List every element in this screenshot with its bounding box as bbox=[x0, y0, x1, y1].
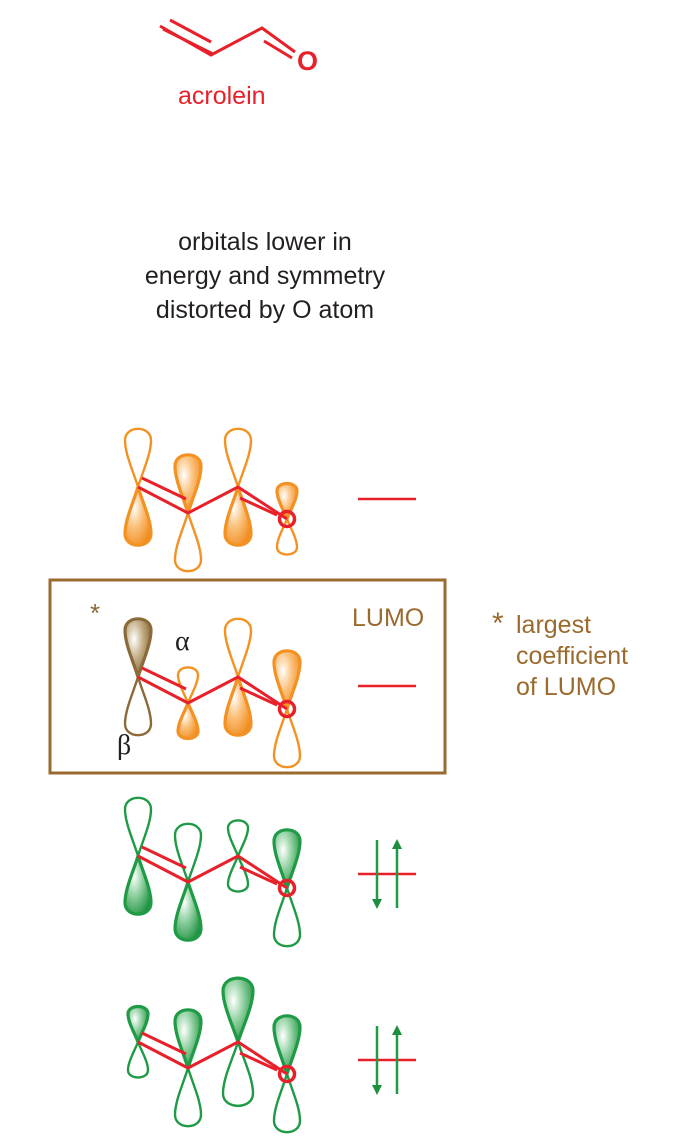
legend-star: * bbox=[492, 607, 504, 640]
bond-skeleton bbox=[137, 476, 288, 521]
orbital-lobe-upper bbox=[176, 666, 200, 707]
oxygen-atom bbox=[277, 878, 297, 898]
orbital-lobe-lower bbox=[223, 671, 253, 737]
oxygen-atom bbox=[277, 699, 297, 719]
orbital-lobe-lower bbox=[173, 508, 203, 573]
acrolein-structure: O bbox=[159, 18, 318, 76]
acrolein-chain bbox=[159, 24, 296, 57]
p-orbital bbox=[126, 1004, 150, 1079]
beta-carbon-label: β bbox=[117, 730, 132, 761]
orbital-lobe-upper bbox=[173, 453, 203, 519]
orbital-pi2 bbox=[123, 796, 416, 948]
orbital-lobe-upper bbox=[221, 976, 255, 1048]
orbital-lobe-lower bbox=[123, 850, 153, 916]
orbital-lobe-lower bbox=[173, 1063, 203, 1128]
legend-line: of LUMO bbox=[516, 673, 617, 701]
molecule-name: acrolein bbox=[178, 82, 266, 110]
bond-skeleton bbox=[137, 666, 288, 711]
pi-bond-co bbox=[239, 686, 278, 707]
alpha-carbon-label: α bbox=[175, 626, 190, 657]
diagram-caption: orbitals lower in energy and symmetry di… bbox=[0, 225, 530, 327]
pi-bond-co bbox=[239, 865, 278, 886]
p-orbital bbox=[176, 666, 200, 741]
orbital-lobe-upper bbox=[123, 617, 153, 683]
legend-line: coefficient bbox=[516, 642, 629, 670]
p-orbital bbox=[173, 1008, 203, 1128]
p-orbital bbox=[173, 453, 203, 573]
orbital-lobe-upper bbox=[275, 481, 299, 524]
orbital-lobe-lower bbox=[123, 672, 153, 737]
caption-line: orbitals lower in bbox=[178, 228, 352, 256]
sigma-bonds bbox=[137, 675, 288, 711]
sigma-bonds bbox=[137, 1040, 288, 1076]
sigma-bonds bbox=[137, 485, 288, 521]
orbital-lobe-upper bbox=[223, 427, 253, 492]
pi-bond-cc bbox=[141, 666, 187, 691]
orbital-lobe-lower bbox=[123, 481, 153, 547]
orbital-lobe-upper bbox=[272, 649, 302, 715]
p-orbital bbox=[173, 822, 203, 942]
sigma-bonds bbox=[137, 854, 288, 890]
orbital-lobe-upper bbox=[272, 828, 302, 894]
caption-line: energy and symmetry bbox=[144, 262, 386, 290]
orbital-lobe-upper bbox=[272, 1014, 302, 1080]
orbital-lobe-lower bbox=[221, 1038, 255, 1108]
orbital-lobe-upper bbox=[123, 427, 153, 492]
pi-bond-co bbox=[239, 496, 278, 517]
p-orbital bbox=[123, 427, 153, 547]
oxygen-label: O bbox=[297, 46, 318, 76]
orbital-lobe-upper bbox=[173, 1008, 203, 1074]
bond-skeleton bbox=[137, 845, 288, 890]
orbital-lobe-lower bbox=[176, 698, 200, 741]
pi-bond-cc bbox=[141, 845, 187, 870]
p-orbital bbox=[223, 617, 253, 737]
oxygen-atom bbox=[277, 1064, 297, 1084]
orbital-lobe-lower bbox=[223, 481, 253, 547]
p-orbital bbox=[275, 481, 299, 556]
p-orbital bbox=[226, 819, 250, 893]
orbital-lobe-lower bbox=[272, 883, 302, 948]
orbital-lobe-upper bbox=[123, 796, 153, 861]
orbital-pi4-star bbox=[123, 427, 416, 573]
pi-bond-cc bbox=[141, 1031, 187, 1056]
orbital-lobe-upper bbox=[126, 1004, 150, 1047]
p-orbital bbox=[272, 649, 302, 769]
largest-coefficient-star: * bbox=[90, 598, 101, 628]
orbital-lobe-lower bbox=[272, 704, 302, 769]
p-orbital bbox=[223, 427, 253, 547]
lumo-label: LUMO bbox=[352, 604, 425, 632]
orbital-lobe-lower bbox=[275, 515, 299, 556]
legend-line: largest bbox=[516, 611, 592, 639]
pi-bond-cc bbox=[141, 476, 187, 501]
orbital-lobe-upper bbox=[226, 819, 250, 860]
orbital-pi1 bbox=[126, 976, 416, 1134]
p-orbital bbox=[272, 1014, 302, 1134]
caption-line: distorted by O atom bbox=[155, 296, 375, 324]
orbital-lobe-lower bbox=[126, 1038, 150, 1079]
p-orbital bbox=[221, 976, 255, 1108]
oxygen-atom bbox=[277, 509, 297, 529]
orbital-lobe-lower bbox=[272, 1069, 302, 1134]
orbitals-layer bbox=[123, 427, 416, 1134]
orbital-lobe-upper bbox=[223, 617, 253, 682]
orbital-lobe-upper bbox=[173, 822, 203, 887]
p-orbital bbox=[123, 796, 153, 916]
pi-bond-co bbox=[239, 1051, 278, 1072]
orbital-lobe-lower bbox=[173, 876, 203, 942]
p-orbital bbox=[123, 617, 153, 737]
bond-skeleton bbox=[137, 1031, 288, 1076]
orbital-pi3-star bbox=[123, 617, 416, 769]
p-orbital bbox=[272, 828, 302, 948]
lumo-box bbox=[48, 578, 447, 775]
